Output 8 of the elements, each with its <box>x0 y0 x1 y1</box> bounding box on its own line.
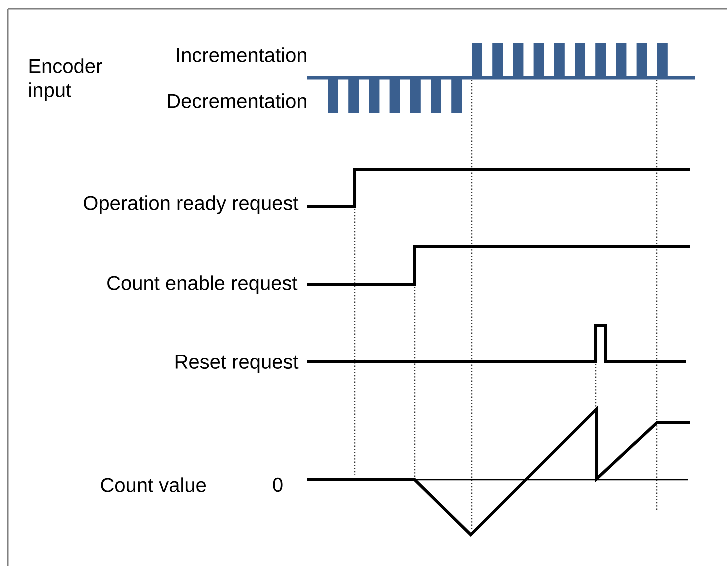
signal-label: Incrementation <box>177 48 306 62</box>
signal-label: Decrementation <box>168 94 306 108</box>
signal-label: Operation ready request <box>84 196 299 214</box>
signal-label: Count value <box>101 478 206 492</box>
signal-label: Reset request <box>176 355 299 373</box>
signal-label: Encoder input <box>30 58 102 102</box>
signal-label: 0 <box>273 478 283 492</box>
signal-label: Count enable request <box>108 276 298 294</box>
